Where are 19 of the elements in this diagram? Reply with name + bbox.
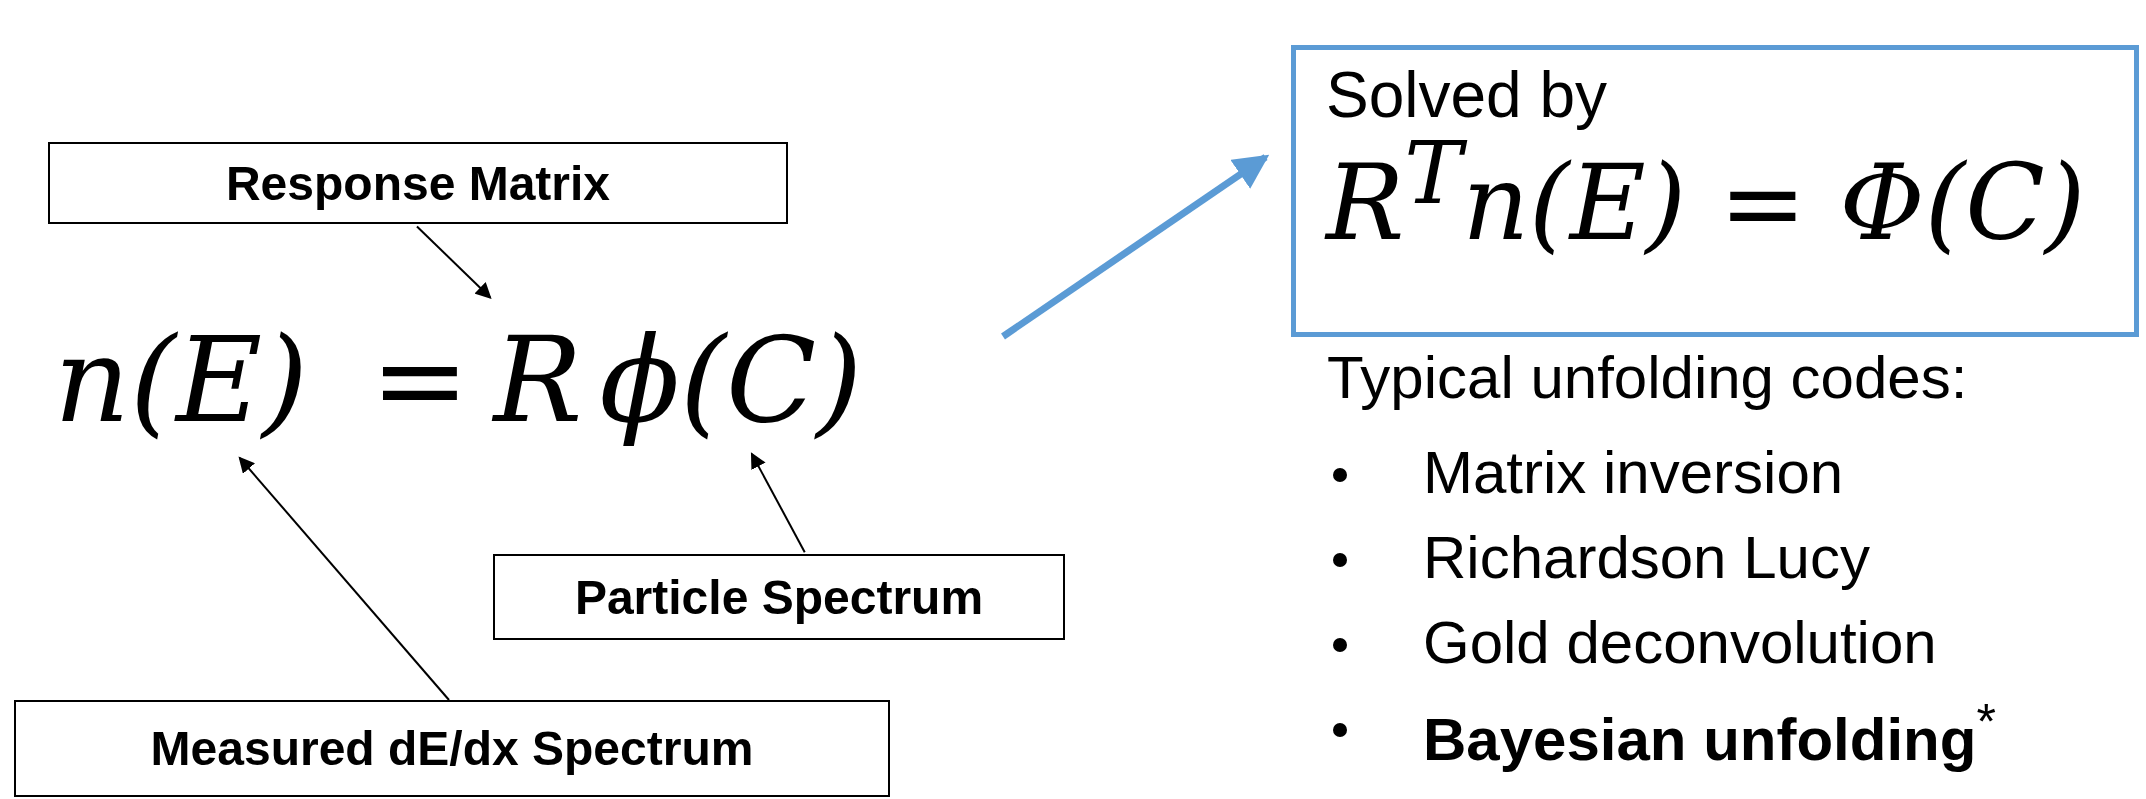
arrow bbox=[238, 456, 450, 701]
arrow bbox=[1001, 154, 1270, 340]
label-box: Particle Spectrum bbox=[493, 554, 1065, 640]
text: Typical unfolding codes: bbox=[1327, 345, 1968, 411]
arrow bbox=[415, 225, 492, 299]
list-item: Gold deconvolution bbox=[1423, 610, 1937, 676]
arrow bbox=[750, 452, 806, 554]
equation: R$^{T}$n(E) = Φ(C) bbox=[1326, 130, 2086, 256]
equals-sign: = bbox=[369, 310, 471, 451]
label-box: Response Matrix bbox=[48, 142, 788, 224]
equation-term: ϕ(C) bbox=[586, 305, 876, 455]
label-box: Measured dE/dx Spectrum bbox=[14, 700, 890, 797]
box-heading: Solved by bbox=[1326, 60, 1608, 131]
list-item: Bayesian unfolding$^{*}$ bbox=[1423, 695, 1996, 773]
result-box bbox=[1291, 45, 2139, 337]
equation-term: n(E) bbox=[41, 305, 321, 455]
list-item: Matrix inversion bbox=[1423, 440, 1844, 506]
equation-term: R bbox=[492, 305, 584, 455]
list-item: Richardson Lucy bbox=[1423, 525, 1870, 591]
